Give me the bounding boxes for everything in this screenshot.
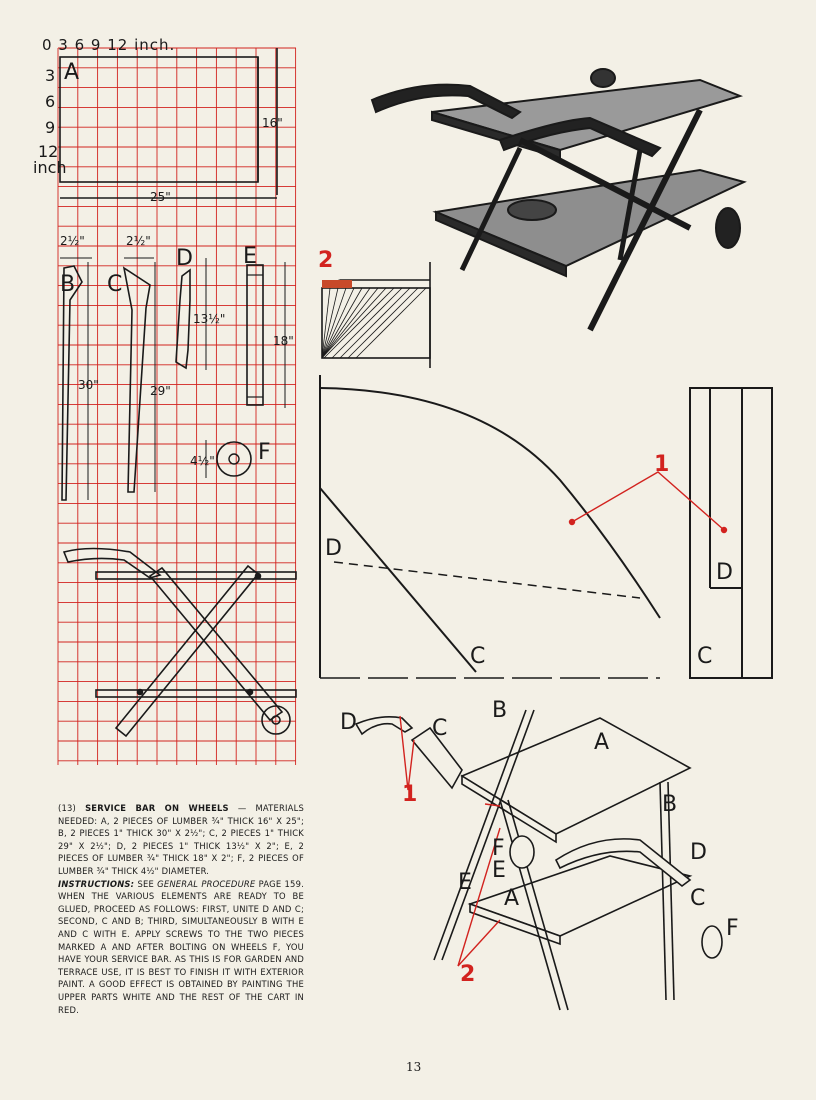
asm-red-1: 1 [402, 782, 418, 807]
part-f-wheel [216, 441, 252, 477]
dim-25: 25" [150, 190, 171, 204]
step-2-label: 2 [318, 248, 334, 273]
asm-label-b: B [492, 698, 508, 723]
part-c-shape [122, 266, 151, 493]
scale-side-6: 6 [45, 92, 56, 111]
grid-label-c: C [107, 272, 123, 297]
grid-label-b: B [60, 272, 76, 297]
asm-label-a: A [594, 730, 610, 755]
asm-label-c: C [432, 716, 448, 741]
instr-label: INSTRUCTIONS: [58, 878, 135, 889]
asm-label-d: D [340, 710, 357, 735]
instr-title: SERVICE BAR ON WHEELS [85, 803, 229, 813]
part-b-shape [61, 265, 83, 501]
scale-side-9: 9 [45, 118, 56, 137]
assembly-pointers [399, 715, 501, 967]
dim-4half: 4½" [190, 454, 215, 468]
instr-see: SEE [137, 878, 154, 889]
instr-body: PAGE 159. WHEN THE VARIOUS ELEMENTS ARE … [58, 878, 304, 1015]
scale-side-unit: inch [33, 158, 67, 177]
grid-label-e: E [243, 244, 257, 269]
part-d-shape [175, 268, 191, 370]
asm-label-a2: A [504, 886, 520, 911]
grid-label-f: F [258, 440, 271, 465]
dim-16: 16" [262, 116, 283, 130]
detail-label-d-right: D [716, 560, 733, 585]
part-e-shape [246, 264, 264, 406]
instr-number: (13) [58, 803, 76, 813]
asm-label-f: F [492, 836, 505, 861]
side-view-cart [62, 547, 297, 738]
dim-18: 18" [273, 334, 294, 348]
dim-30: 30" [78, 378, 99, 392]
instr-materials: — MATERIALS NEEDED: A, 2 PIECES OF LUMBE… [58, 803, 304, 876]
detail-label-c: C [470, 644, 486, 669]
grid-label-a: A [64, 60, 80, 85]
asm-label-e2: E [458, 870, 472, 895]
detail-label-c-right: C [697, 644, 713, 669]
grid-label-d: D [176, 246, 193, 271]
asm-label-e: E [492, 858, 506, 883]
asm-label-c2: C [690, 886, 706, 911]
dim-2half-c: 2½" [126, 234, 151, 248]
dim-13half: 13½" [193, 312, 226, 326]
cart-illustration [370, 68, 747, 332]
page-number: 13 [406, 1060, 422, 1074]
asm-label-f2: F [726, 916, 739, 941]
part-a-outline [59, 48, 278, 199]
asm-red-2: 2 [460, 962, 476, 987]
dim-29: 29" [150, 384, 171, 398]
instr-general-procedure: GENERAL PROCEDURE [157, 878, 256, 889]
scale-top: 0 3 6 9 12 inch. [42, 36, 176, 54]
dim-2half-b: 2½" [60, 234, 85, 248]
detail-label-d: D [325, 536, 342, 561]
asm-label-d2: D [690, 840, 707, 865]
curve-detail [319, 375, 773, 679]
scale-side-12: 12 [38, 142, 59, 161]
scale-side-3: 3 [45, 66, 56, 85]
pointer-1 [568, 471, 728, 534]
assembly-drawing [354, 709, 723, 1011]
step-1-label: 1 [654, 452, 670, 477]
instructions-block: (13) SERVICE BAR ON WHEELS — MATERIALS N… [58, 802, 304, 1016]
asm-label-b2: B [662, 792, 678, 817]
